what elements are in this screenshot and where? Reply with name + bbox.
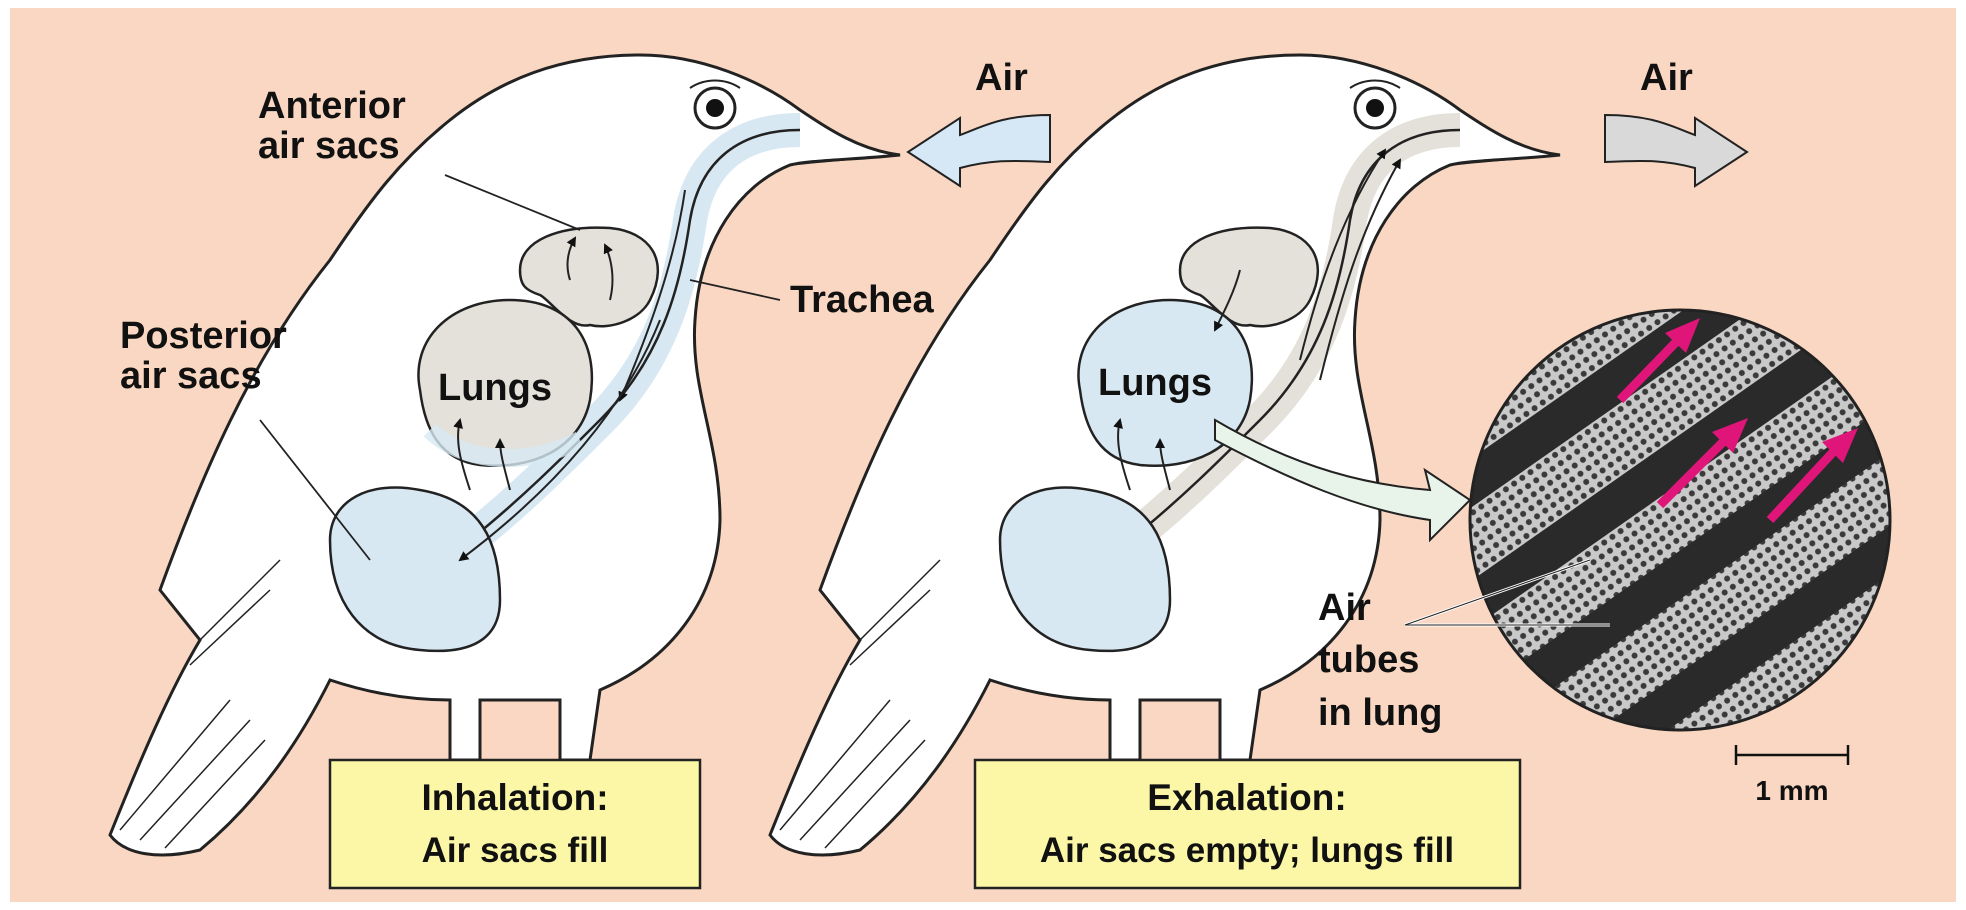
label-posterior-line2: air sacs: [120, 355, 262, 397]
label-lungs-right: Lungs: [1098, 362, 1212, 404]
caption-exhalation-title: Exhalation:: [1147, 777, 1346, 818]
label-anterior-line1: Anterior: [258, 85, 406, 127]
caption-inhalation-title: Inhalation:: [421, 777, 608, 818]
label-tubes-line1: Air: [1318, 587, 1371, 629]
caption-exhalation-sub: Air sacs empty; lungs fill: [1040, 831, 1454, 870]
label-tubes-line3: in lung: [1318, 692, 1443, 734]
label-lungs-left: Lungs: [438, 367, 552, 409]
label-anterior-line2: air sacs: [258, 125, 400, 167]
scale-label: 1 mm: [1755, 775, 1828, 806]
label-tubes-line2: tubes: [1318, 639, 1419, 681]
label-air-out: Air: [1640, 57, 1693, 99]
label-trachea: Trachea: [790, 279, 935, 321]
label-posterior-line1: Posterior: [120, 315, 287, 357]
caption-inhalation-sub: Air sacs fill: [422, 831, 609, 870]
label-air-in: Air: [975, 57, 1028, 99]
